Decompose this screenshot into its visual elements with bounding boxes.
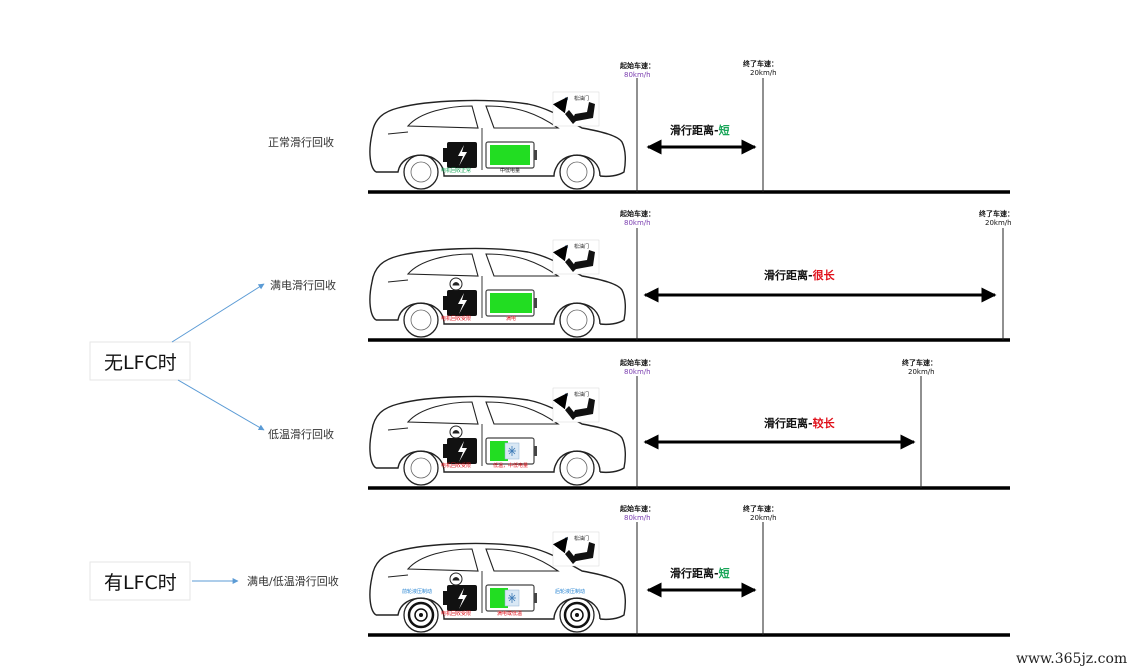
- row-label-low-temp: 低温滑行回收: [268, 427, 334, 441]
- start-speed-value: 80km/h: [624, 368, 651, 376]
- motor-icon: [443, 142, 477, 168]
- battery-caption: 低温，中低电量: [493, 462, 528, 469]
- row-label-full-charge: 满电滑行回收: [270, 278, 336, 292]
- pedal-caption: 松油门: [574, 535, 589, 542]
- pedal-caption: 松油门: [574, 243, 589, 250]
- limit-icon: [449, 277, 463, 291]
- end-speed-title: 终了车速：: [979, 209, 1014, 218]
- end-speed-title: 终了车速：: [743, 504, 778, 513]
- battery-level: [490, 441, 508, 461]
- battery-level: [490, 588, 508, 608]
- motor-caption: 电机回收正常: [441, 167, 471, 174]
- start-speed-value: 80km/h: [624, 514, 651, 522]
- connector-arrow: [177, 379, 265, 431]
- battery-level: [490, 145, 530, 165]
- row-label-with-lfc: 满电/低温滑行回收: [247, 574, 339, 588]
- pedal-caption: 松油门: [574, 95, 589, 102]
- start-speed-title: 起始车速：: [619, 209, 655, 218]
- start-speed-title: 起始车速：: [619, 504, 655, 513]
- pedal-caption: 松油门: [574, 391, 589, 398]
- motor-icon: [443, 438, 477, 464]
- battery-caption: 满电或低温: [497, 610, 522, 617]
- row-low-temp: 低温滑行回收 电机回收受限 低温，中低电量 松油门 起始车速： 80km/h 终…: [268, 358, 1010, 490]
- battery-caption: 中低电量: [500, 167, 520, 174]
- front-brake-icon: [407, 601, 435, 629]
- rear-brake-icon: [563, 601, 591, 629]
- end-speed-title: 终了车速：: [902, 358, 937, 367]
- motor-icon: [443, 290, 477, 316]
- limit-icon: [449, 425, 463, 439]
- row-normal: 正常滑行回收 电机回收正常 中低电量 松油门 起始车速： 80km/h 终了车速…: [268, 59, 1010, 194]
- start-speed-title: 起始车速：: [619, 61, 655, 70]
- end-speed-title: 终了车速：: [743, 59, 778, 68]
- end-speed-value: 20km/h: [908, 368, 935, 376]
- watermark: www.365jz.com: [1016, 651, 1127, 667]
- start-speed-title: 起始车速：: [619, 358, 655, 367]
- distance-label: 滑行距离-很长: [764, 268, 836, 282]
- row-with-lfc: 满电/低温滑行回收 前轮液压制动 后轮液压制动 电机回收受限 满电或低温 松油门…: [247, 504, 1010, 637]
- row-full-charge: 满电滑行回收 电机回收受限 满电 松油门 起始车速： 80km/h 终了车速： …: [270, 209, 1014, 342]
- limit-icon: [449, 572, 463, 586]
- group-label-with-lfc: 有LFC时: [104, 572, 177, 594]
- rear-brake-caption: 后轮液压制动: [555, 588, 585, 595]
- start-speed-value: 80km/h: [624, 71, 651, 79]
- group-box-with: [89, 561, 191, 601]
- end-speed-value: 20km/h: [750, 514, 777, 522]
- motor-caption: 电机回收受限: [441, 315, 471, 322]
- front-brake-caption: 前轮液压制动: [402, 588, 432, 595]
- battery-caption: 满电: [506, 315, 516, 322]
- start-speed-value: 80km/h: [624, 219, 651, 227]
- group-label-without-lfc: 无LFC时: [104, 352, 177, 374]
- motor-caption: 电机回收受限: [441, 462, 471, 469]
- snowflake-icon: [504, 589, 520, 607]
- distance-label: 滑行距离-短: [670, 123, 730, 137]
- battery-level: [490, 293, 532, 313]
- distance-label: 滑行距离-较长: [764, 416, 836, 430]
- connector-arrow: [171, 283, 265, 343]
- snowflake-icon: [504, 442, 520, 460]
- motor-icon: [443, 585, 477, 611]
- end-speed-value: 20km/h: [985, 219, 1012, 227]
- row-label-normal: 正常滑行回收: [268, 135, 334, 149]
- end-speed-value: 20km/h: [750, 69, 777, 77]
- distance-label: 滑行距离-短: [670, 566, 730, 580]
- group-box-without: [89, 341, 191, 381]
- motor-caption: 电机回收受限: [441, 610, 471, 617]
